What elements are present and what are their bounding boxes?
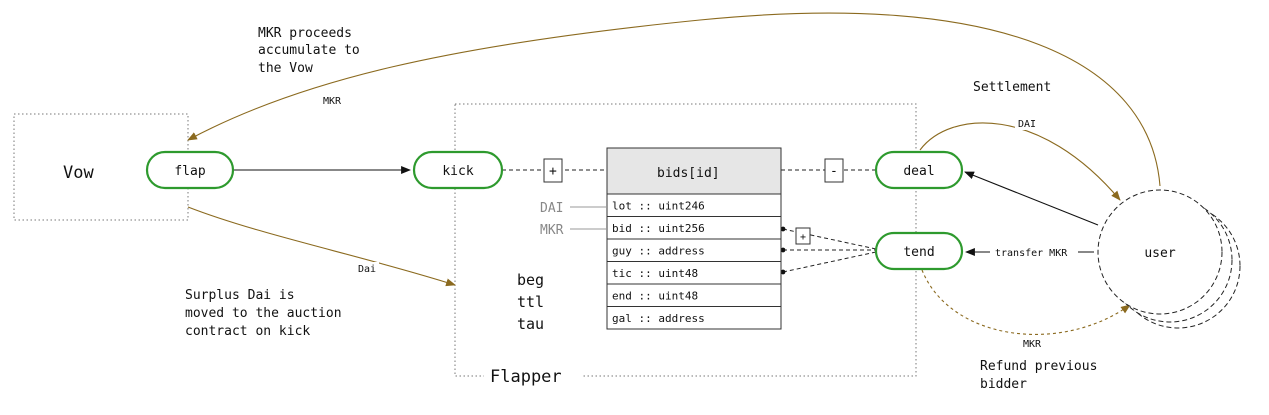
- surplus-note: Surplus Dai is moved to the auction cont…: [185, 288, 342, 339]
- surplus-line-1: Surplus Dai is: [185, 288, 295, 303]
- refund-line-1: Refund previous: [980, 359, 1097, 374]
- settlement-note: Settlement: [973, 80, 1051, 95]
- vow-label: Vow: [63, 163, 94, 183]
- mkr-proceeds-line-2: accumulate to: [258, 43, 360, 58]
- deal-node[interactable]: deal: [874, 150, 964, 190]
- refund-mkr-edge: [921, 269, 1131, 335]
- deal-minus-operator: -: [824, 158, 844, 183]
- bids-field-text: end :: uint48: [612, 290, 698, 303]
- tend-node[interactable]: tend: [874, 231, 964, 271]
- user-label: user: [1144, 246, 1175, 261]
- bids-field-row: [606, 306, 782, 330]
- bids-field-text: tic :: uint48: [612, 267, 698, 280]
- bids-title: bids[id]: [657, 166, 720, 181]
- transfer-mkr-label: transfer MKR: [995, 248, 1068, 259]
- refund-note: Refund previous bidder: [980, 359, 1097, 392]
- vow-box: Vow: [13, 113, 189, 221]
- bids-header: [606, 147, 782, 195]
- mkr-proceeds-note: MKR proceeds accumulate to the Vow: [258, 26, 360, 76]
- small-plus-sign: +: [800, 232, 806, 243]
- plus-sign: +: [549, 164, 557, 179]
- dai-to-flapper-edge: [187, 206, 456, 287]
- mkr-side-label: MKR: [540, 223, 564, 238]
- mkr-to-vow-label: MKR: [323, 96, 342, 107]
- param-ttl: ttl: [517, 293, 544, 311]
- mkr-to-vow-edge: [187, 12, 1161, 187]
- tend-label: tend: [903, 245, 934, 260]
- mkr-proceeds-line-1: MKR proceeds: [258, 26, 352, 41]
- deal-label: deal: [903, 164, 934, 179]
- bid-plus-operator: +: [795, 227, 811, 245]
- user-to-deal-edge: [964, 171, 1099, 226]
- bids-field-text: gal :: address: [612, 312, 705, 325]
- user-node[interactable]: user: [1097, 189, 1241, 329]
- flapper-label: Flapper: [490, 367, 562, 387]
- kick-node[interactable]: kick: [412, 150, 504, 190]
- bids-field-text: bid :: uint256: [612, 222, 705, 235]
- dai-side-label: DAI: [540, 201, 563, 216]
- settlement-dai-label: DAI: [1018, 119, 1036, 130]
- kick-label: kick: [442, 164, 473, 179]
- refund-line-2: bidder: [980, 377, 1027, 392]
- param-tau: tau: [517, 315, 544, 333]
- refund-mkr-label: MKR: [1023, 339, 1042, 350]
- flap-label: flap: [174, 164, 205, 179]
- bids-field-text: guy :: address: [612, 245, 705, 258]
- minus-sign: -: [830, 164, 838, 179]
- surplus-line-3: contract on kick: [185, 324, 310, 339]
- flap-node[interactable]: flap: [145, 150, 235, 190]
- tic-field-to-tend-edge: [780, 251, 877, 275]
- dai-to-flapper-label: Dai: [358, 264, 376, 275]
- settlement-dai-edge: [919, 122, 1121, 201]
- bids-field-text: lot :: uint246: [612, 200, 705, 213]
- surplus-line-2: moved to the auction: [185, 306, 342, 321]
- param-beg: beg: [517, 271, 544, 289]
- kick-plus-operator: +: [543, 158, 563, 183]
- mkr-proceeds-line-3: the Vow: [258, 61, 313, 76]
